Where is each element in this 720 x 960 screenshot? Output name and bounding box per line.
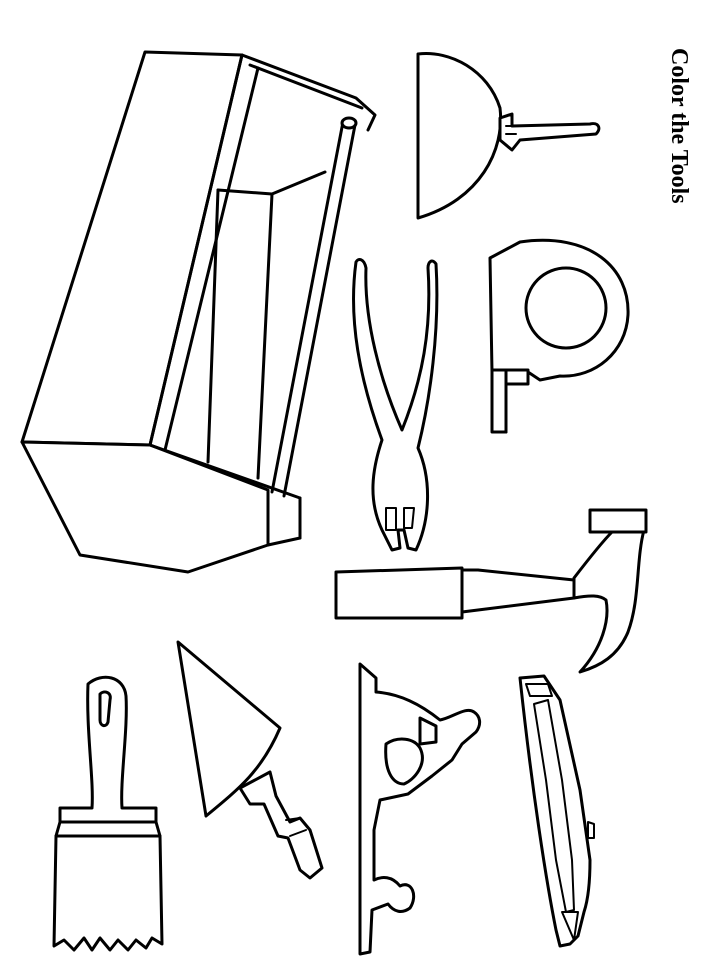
pliers-icon: [352, 258, 439, 552]
tape-measure-icon: [488, 238, 630, 434]
toilet-plunger-icon: [416, 52, 601, 220]
hand-plane-icon: [358, 662, 482, 956]
page-title: Color the Tools: [666, 48, 692, 204]
utility-knife-icon: [518, 674, 595, 948]
paint-brush-icon: [52, 675, 164, 952]
toolbox-icon: [20, 50, 377, 574]
claw-hammer-icon: [334, 508, 648, 674]
masonry-trowel-icon: [176, 640, 324, 880]
